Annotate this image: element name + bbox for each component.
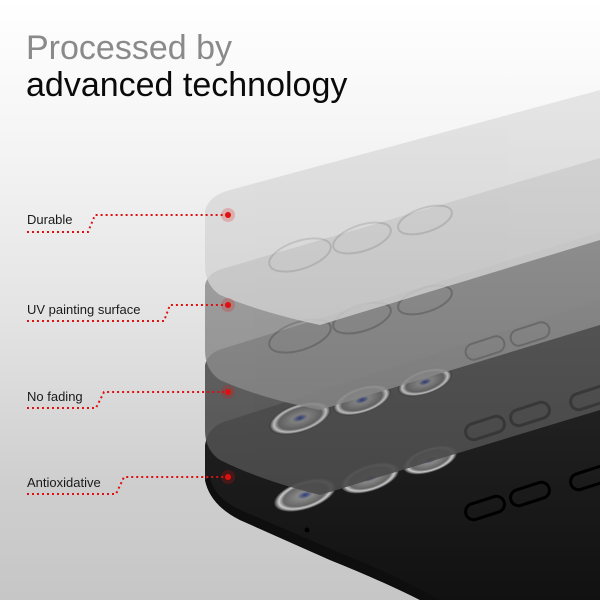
headline: Processed by advanced technology [26,30,347,103]
headline-line-1: Processed by [26,29,232,67]
callout-markers [221,208,235,484]
callout-no-fading: No fading [27,389,83,404]
callout-durable: Durable [27,212,73,227]
durable-layer [205,90,600,325]
callout-uv-painting-surface: UV painting surface [27,302,141,317]
callout-antioxidative: Antioxidative [27,475,101,490]
callout-lines [27,214,228,495]
headline-line-2: advanced technology [26,65,348,104]
